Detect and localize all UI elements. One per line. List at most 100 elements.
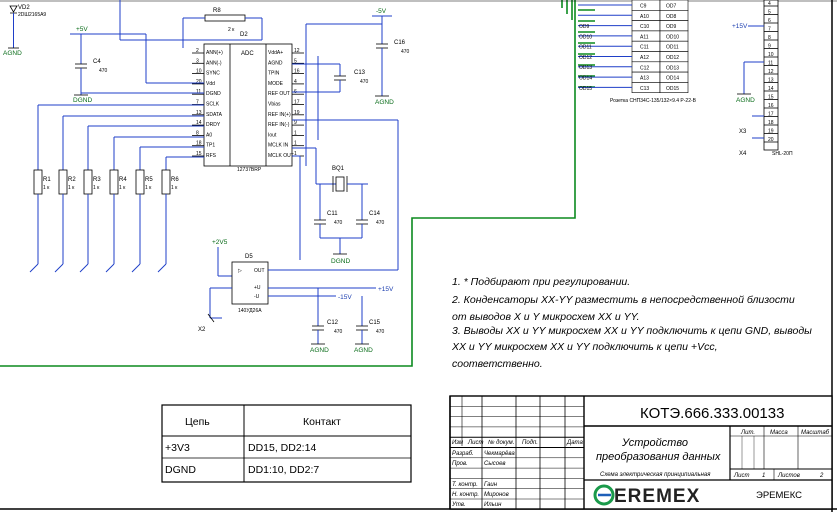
d2-pin-name-right: REF OUT xyxy=(268,91,290,97)
socket-signal: OD14 xyxy=(666,76,679,82)
tb-sheet-value: 1 xyxy=(762,473,765,479)
notes-block: 1. * Подбирают при регулировании. 2. Кон… xyxy=(451,276,812,370)
d2-pin-name-right: Vbias xyxy=(268,102,281,108)
c12-c15-group: C12 470 AGND C15 470 AGND xyxy=(310,288,385,354)
connector-pin-num: 14 xyxy=(768,86,774,92)
d2-pin-num-left: 18 xyxy=(196,141,202,147)
c16-value: 470 xyxy=(401,49,410,55)
x3-ref: X3 xyxy=(739,129,747,135)
tb-name-1: Чекмарёва xyxy=(484,451,515,457)
resistor-body xyxy=(33,169,43,195)
socket-signal: OD10 xyxy=(666,34,679,40)
net-header-contact: Контакт xyxy=(303,416,341,428)
c15-value: 470 xyxy=(376,329,385,335)
socket-signal: OD7 xyxy=(666,4,677,10)
tb-name-2: Сысоев xyxy=(484,461,506,467)
tb-role-4: Н. контр. xyxy=(452,492,479,498)
tb-title-line2: преобразования данных xyxy=(596,451,721,463)
vd2-ref: VD2 xyxy=(18,5,30,11)
resistor-value: 1 к xyxy=(119,185,126,191)
note-line-5: XX и YY микросхем XX и YY подключить к ц… xyxy=(451,341,717,353)
d5-vplus: +U xyxy=(254,285,261,291)
resistor-value: 1 к xyxy=(93,185,100,191)
d2-pin-num-right: 1 xyxy=(294,151,297,157)
d2-pin-name-right: MCLK OUT xyxy=(268,153,294,159)
d2-pin-name-left: DGND xyxy=(206,91,221,97)
net-row-2-circuit: DGND xyxy=(165,464,196,476)
d2-pin-num-left: 15 xyxy=(196,151,202,157)
connector-pin-num: 7 xyxy=(768,27,771,33)
vd2-agnd-label: AGND xyxy=(3,50,22,57)
d2-pin-num-right: 1 xyxy=(294,130,297,136)
connector-pin-num: 19 xyxy=(768,129,774,135)
bus-label: OD15 xyxy=(579,86,592,92)
socket-pin: A10 xyxy=(640,14,649,20)
connector-pin-num: 8 xyxy=(768,35,771,41)
resistor-ref: R1 xyxy=(43,177,51,183)
c12-agnd: AGND xyxy=(310,347,329,354)
d5-vminus: -U xyxy=(254,294,260,300)
c16-ref: C16 xyxy=(394,40,406,46)
socket-pin: C10 xyxy=(640,24,649,30)
tb-title-line1: Устройство xyxy=(621,437,688,449)
d5-out: OUT xyxy=(254,268,265,274)
socket-pin: C12 xyxy=(640,65,649,71)
d2-pin-name-left: SCLK xyxy=(206,102,220,108)
d5-ref: D5 xyxy=(245,254,253,260)
resistor-body xyxy=(161,169,171,195)
d2-pin-num-left: 7 xyxy=(196,100,199,106)
d2-pin-num-right: 5 xyxy=(294,58,297,64)
resistor-ref: R6 xyxy=(171,177,179,183)
resistor-body xyxy=(58,169,68,195)
d2-pin-name-left: RFS xyxy=(206,153,217,159)
d5-p15v: +15V xyxy=(378,286,394,293)
connector-pin-num: 18 xyxy=(768,120,774,126)
crystal-bq1-group: BQ1 C11 470 C14 470 DGND xyxy=(292,147,385,265)
c4-p5v: +5V xyxy=(76,26,88,33)
bq1-dgnd: DGND xyxy=(331,258,350,265)
d2-pin-num-right: 16 xyxy=(294,69,300,75)
d2-pin-num-right: 19 xyxy=(294,110,300,116)
x4-ref: X4 xyxy=(739,151,747,157)
bus-label: OD11 xyxy=(579,45,592,51)
socket-signal: OD12 xyxy=(666,55,679,61)
connector-pin-num: 17 xyxy=(768,112,774,118)
d2-pin-name-left: SYNC xyxy=(206,71,220,77)
resistor-body xyxy=(83,169,93,195)
tb-role-2: Пров. xyxy=(452,461,468,467)
c11-ref: C11 xyxy=(327,211,338,217)
c13-group: C13 470 xyxy=(292,56,369,140)
tb-sheets-value: 2 xyxy=(819,473,824,479)
d2-part: 12737BRP xyxy=(237,167,262,173)
net-header-circuit: Цепь xyxy=(185,416,210,428)
socket-pin: C9 xyxy=(640,4,647,10)
d2-pin-num-right: 12 xyxy=(294,48,300,54)
d2-pin-name-right: MCLK IN xyxy=(268,143,289,149)
c16-agnd: AGND xyxy=(375,99,394,106)
connector-pin-num: 5 xyxy=(768,10,771,16)
socket-signal: OD13 xyxy=(666,65,679,71)
d2-pin-name-left: ANN(+) xyxy=(206,50,223,56)
net-row-1-contact: DD15, DD2:14 xyxy=(248,442,316,454)
d2-pin-num-left: 8 xyxy=(196,130,199,136)
tb-mass-label: Масса xyxy=(770,430,788,436)
c13-ref: C13 xyxy=(354,70,366,76)
tb-role-3: Т. контр. xyxy=(452,482,478,488)
bus-label: OD12 xyxy=(579,55,592,61)
socket-signal: OD11 xyxy=(666,45,679,51)
d2-pin-num-right: 9 xyxy=(294,120,297,126)
bq1-ref: BQ1 xyxy=(332,166,345,172)
d2-pin-name-right: AGND xyxy=(268,60,283,66)
d2-pin-num-left: 10 xyxy=(196,69,202,75)
tb-col-doc: № докум. xyxy=(488,439,514,446)
tb-col-date: Дата xyxy=(566,440,583,446)
note-line-6: соответственно. xyxy=(452,358,543,370)
resistor-value: 1 к xyxy=(145,185,152,191)
connector-pin-num: 6 xyxy=(768,18,771,24)
c13-value: 470 xyxy=(360,79,369,85)
resistor-value: 1 к xyxy=(43,185,50,191)
d2-pin-num-right: 17 xyxy=(294,100,300,106)
d2-pin-num-left: 3 xyxy=(196,58,199,64)
